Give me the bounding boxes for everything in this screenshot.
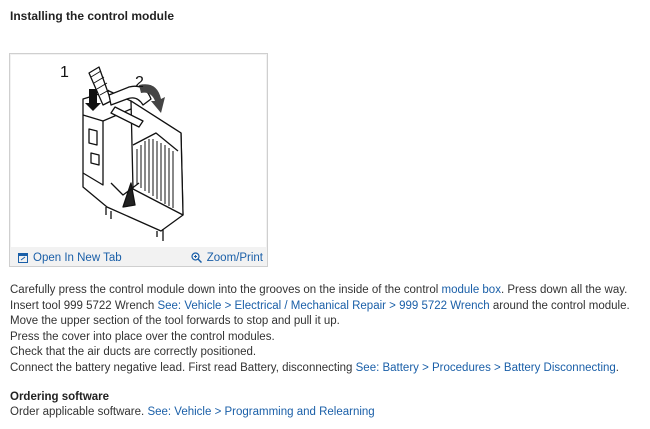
step-6-tail: . [615, 361, 619, 374]
battery-disconnecting-link[interactable]: See: Battery > Procedures > Battery Disc… [355, 361, 616, 374]
step-6-text: Connect the battery negative lead. First… [10, 361, 356, 374]
step-2-text: Insert tool 999 5722 Wrench [10, 299, 158, 312]
page-title: Installing the control module [10, 9, 175, 23]
step-5: Check that the air ducts are correctly p… [10, 346, 257, 358]
control-module-drawing: 1 2 [60, 64, 184, 241]
callout-number-1: 1 [60, 64, 69, 81]
illustration-panel: 1 2 Open In New Tab Zoom/Print [9, 53, 268, 267]
open-in-new-tab-button[interactable]: Open In New Tab [18, 252, 122, 264]
zoom-print-button[interactable]: Zoom/Print [191, 252, 263, 264]
zoom-print-label: Zoom/Print [206, 251, 263, 264]
control-module-illustration[interactable]: 1 2 [11, 55, 266, 247]
ordering-software-text: Order applicable software. [10, 406, 148, 418]
step-6: Connect the battery negative lead. First… [10, 361, 642, 377]
figure-toolbar: Open In New Tab Zoom/Print [10, 248, 267, 267]
step-4: Press the cover into place over the cont… [10, 330, 275, 343]
step-2: Insert tool 999 5722 Wrench See: Vehicle… [10, 299, 642, 315]
step-1: Carefully press the control module down … [10, 283, 642, 299]
step-3: Move the upper section of the tool forwa… [10, 315, 340, 327]
step-1-tail: . Press down all the way. [500, 284, 628, 296]
open-in-new-tab-icon [18, 252, 28, 263]
step-2-tail: around the control module. [489, 299, 630, 312]
ordering-software-line: Order applicable software. See: Vehicle … [10, 406, 375, 418]
wrench-reference-link[interactable]: See: Vehicle > Electrical / Mechanical R… [157, 299, 490, 312]
ordering-software-heading: Ordering software [10, 391, 110, 403]
callout-number-2: 2 [135, 74, 144, 91]
zoom-magnifier-icon [191, 252, 202, 263]
programming-relearning-link[interactable]: See: Vehicle > Programming and Relearnin… [147, 406, 375, 418]
open-in-new-tab-label: Open In New Tab [33, 251, 122, 264]
procedure-steps: Carefully press the control module down … [10, 283, 642, 376]
module-box-link[interactable]: module box [441, 284, 501, 296]
step-1-text: Carefully press the control module down … [10, 284, 442, 296]
